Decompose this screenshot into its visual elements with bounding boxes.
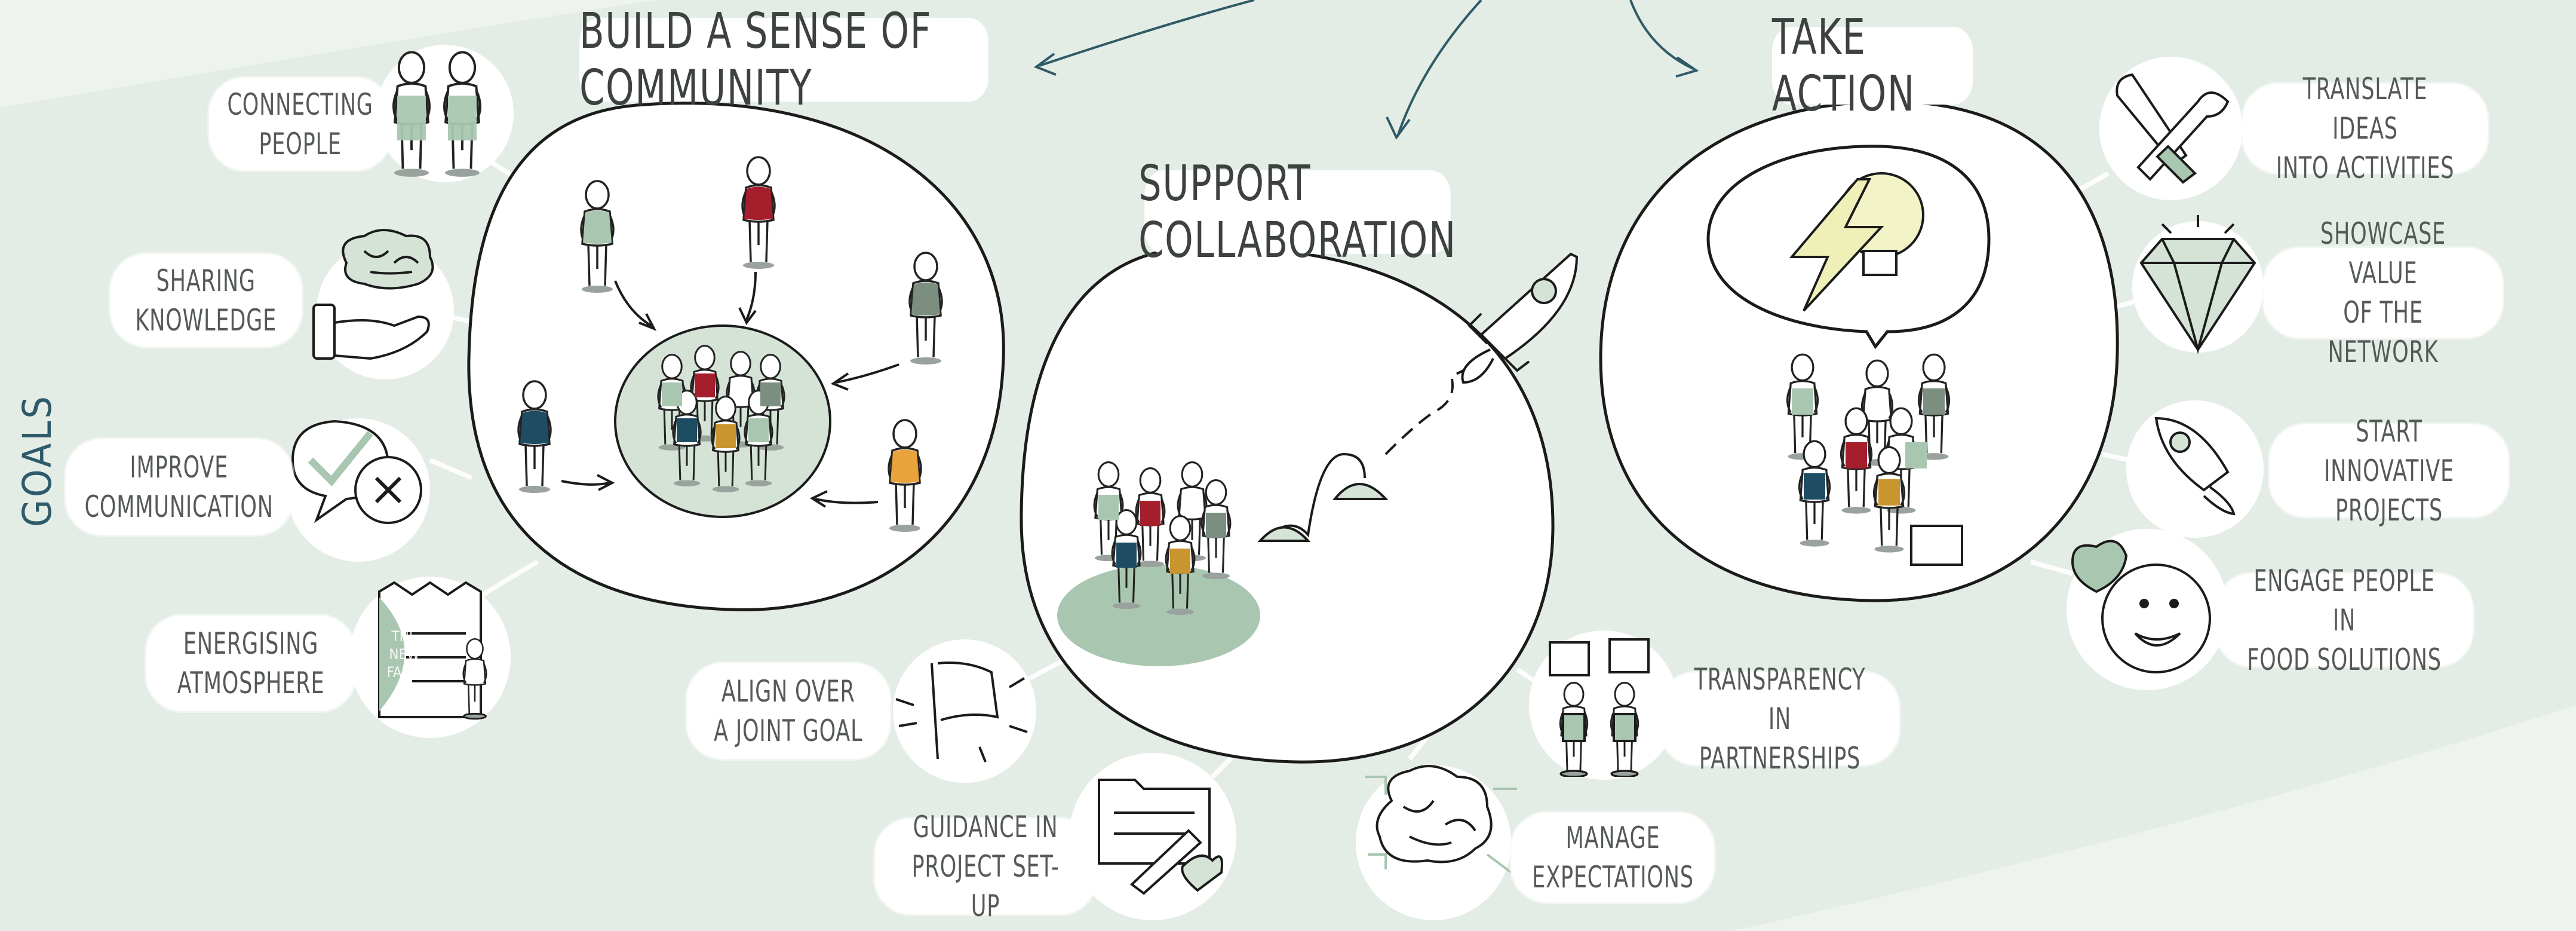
label-engage-people: ENGAGE PEOPLE IN FOOD SOLUTIONS <box>2216 564 2473 677</box>
title-action-text: TAKE ACTION <box>1771 9 1915 122</box>
collaboration-scene <box>1057 252 1579 666</box>
two-people-icon <box>394 52 480 176</box>
label-sharing-knowledge-text: SHARING KNOWLEDGE <box>135 263 277 338</box>
step-mound-1 <box>1257 526 1311 542</box>
title-collaboration: SUPPORT COLLABORATION <box>1138 155 1456 269</box>
label-transparency-partnerships-text: TRANSPARENCY IN PARTNERSHIPS <box>1694 662 1866 776</box>
community-scene <box>517 156 943 532</box>
label-connecting-people: CONNECTING PEOPLE <box>209 78 391 170</box>
flag-icon <box>895 662 1028 762</box>
circuit-brain-icon <box>1365 765 1517 874</box>
label-transparency-partnerships: TRANSPARENCY IN PARTNERSHIPS <box>1660 662 1899 776</box>
diamond-icon <box>2139 215 2256 354</box>
label-align-joint-goal: ALIGN OVER A JOINT GOAL <box>687 663 890 759</box>
label-connecting-people-text: CONNECTING PEOPLE <box>227 87 373 161</box>
lightning-icon <box>1789 178 1884 312</box>
label-start-innovative: START INNOVATIVE PROJECTS <box>2270 414 2509 528</box>
label-energising-atmosphere: ENERGISING ATMOSPHERE <box>146 615 355 711</box>
title-community-text: BUILD A SENSE OF COMMUNITY <box>579 3 932 117</box>
rocket-icon <box>2154 416 2236 516</box>
folder-pencil-icon <box>1098 779 1223 895</box>
label-showcase-value-text: SHOWCASE VALUE OF THE NETWORK <box>2320 216 2446 369</box>
disc-align <box>893 639 1036 783</box>
top-arrows <box>1033 0 1699 140</box>
label-improve-communication-text: IMPROVE COMMUNICATION <box>84 450 274 524</box>
title-action: TAKE ACTION <box>1771 9 1973 122</box>
label-align-joint-goal-text: ALIGN OVER A JOINT GOAL <box>714 674 863 748</box>
label-guidance-project-setup: GUIDANCE IN PROJECT SET-UP <box>875 810 1096 923</box>
team-crowd <box>1093 461 1232 615</box>
arrow-to-action <box>1629 0 1694 70</box>
title-community: BUILD A SENSE OF COMMUNITY <box>579 3 988 117</box>
title-collaboration-text: SUPPORT COLLABORATION <box>1138 155 1457 269</box>
outer-shirts <box>520 186 940 483</box>
step-mound-2 <box>1332 483 1389 500</box>
background-sweep-bottom <box>1732 705 2576 931</box>
arrow-to-community <box>1039 0 1255 67</box>
label-improve-communication: IMPROVE COMMUNICATION <box>66 439 293 535</box>
arrow-head-left <box>1033 53 1057 76</box>
team-ground <box>1057 565 1260 666</box>
new-farm-doc-text: THE NEW FARM <box>386 628 422 681</box>
inward-arrows <box>561 271 899 508</box>
label-translate-ideas: TRANSLATE IDEAS INTO ACTIVITIES <box>2243 72 2488 185</box>
label-guidance-project-setup-text: GUIDANCE IN PROJECT SET-UP <box>911 810 1060 923</box>
action-scene <box>1706 145 1991 566</box>
action-crowd <box>1786 353 1951 554</box>
new-farm-document-icon <box>378 581 487 720</box>
label-energising-atmosphere-text: ENERGISING ATMOSPHERE <box>177 626 325 700</box>
toolbox-icon <box>1910 525 1963 566</box>
brain-in-hand-icon <box>312 229 434 360</box>
label-start-innovative-text: START INNOVATIVE PROJECTS <box>2324 414 2454 528</box>
arrow-head-center <box>1386 117 1411 140</box>
label-showcase-value: SHOWCASE VALUE OF THE NETWORK <box>2264 216 2503 369</box>
label-manage-expectations: MANAGE EXPECTATIONS <box>1511 813 1714 902</box>
core-crowd <box>657 345 785 493</box>
goals-label-text: GOALS <box>14 393 60 527</box>
arrow-to-collaboration <box>1396 0 1482 137</box>
label-translate-ideas-text: TRANSLATE IDEAS INTO ACTIVITIES <box>2276 72 2455 185</box>
speech-bubbles-icon <box>291 419 422 524</box>
goals-label: GOALS <box>13 394 61 527</box>
label-engage-people-text: ENGAGE PEOPLE IN FOOD SOLUTIONS <box>2247 563 2442 677</box>
dashed-path <box>1384 363 1476 455</box>
collaboration-rocket <box>1461 252 1579 384</box>
smiley-heart-icon <box>2071 540 2211 673</box>
people-thinking-icon <box>1549 638 1650 777</box>
label-manage-expectations-text: MANAGE EXPECTATIONS <box>1531 820 1694 895</box>
arrow-head-right <box>1675 56 1699 78</box>
leap-arrows <box>1262 452 1366 542</box>
background-sweep <box>0 0 657 108</box>
tools-icon <box>2116 73 2230 184</box>
label-sharing-knowledge: SHARING KNOWLEDGE <box>110 254 302 347</box>
